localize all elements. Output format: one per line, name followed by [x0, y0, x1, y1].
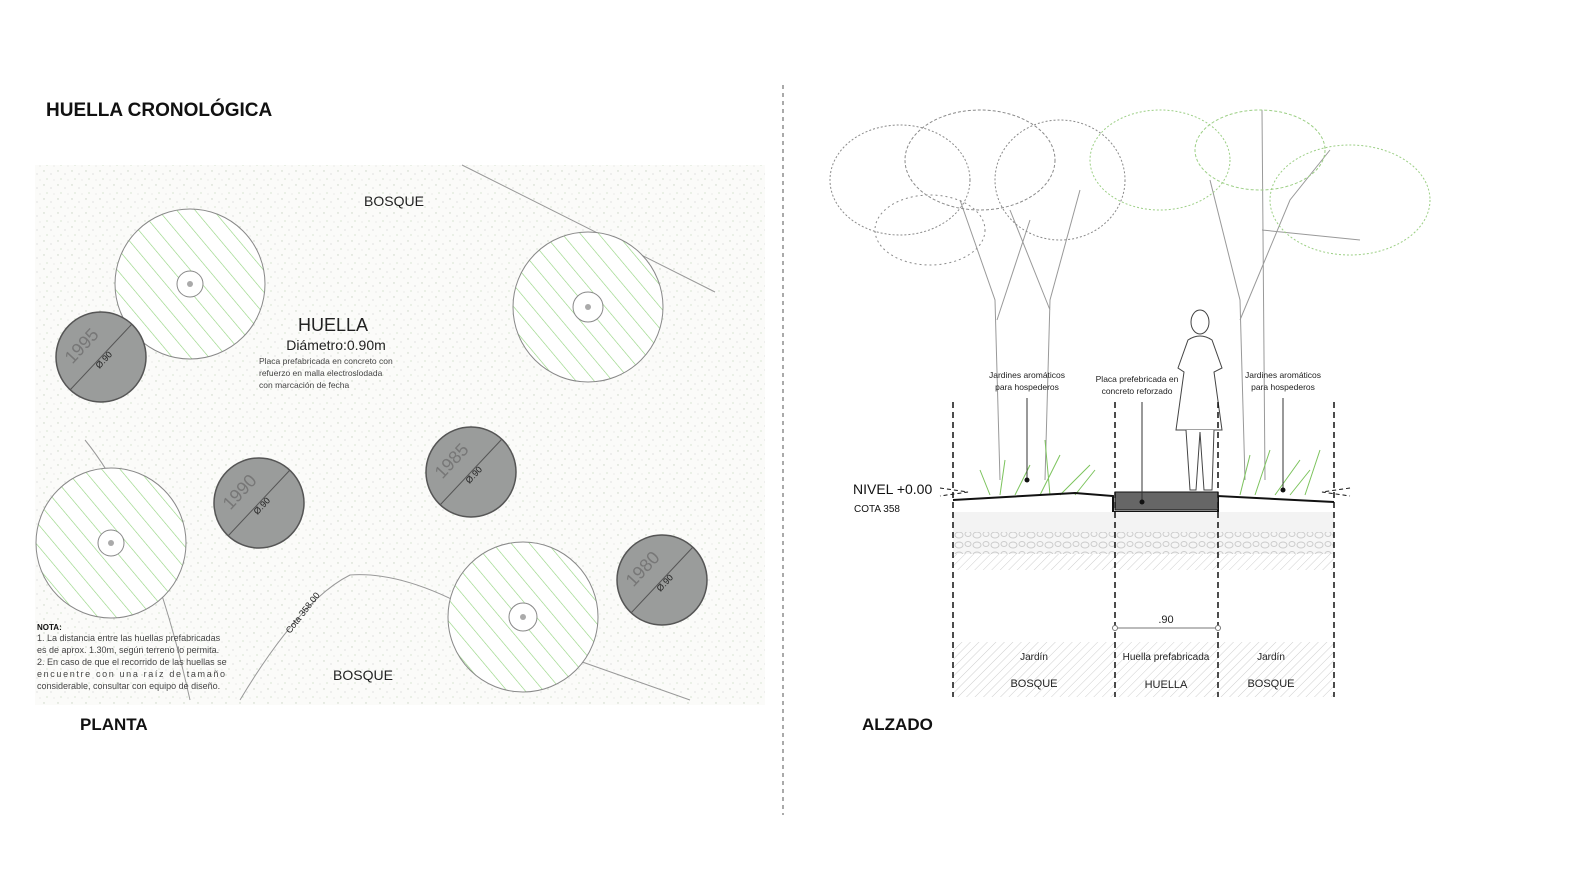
dimension-value: .90 [1158, 614, 1173, 626]
callout-text: para hospederos [1251, 382, 1315, 392]
alzado-label: ALZADO [862, 715, 933, 734]
note-line: encuentre con una raíz de tamaño [37, 669, 225, 679]
nivel-label: NIVEL +0.00 [853, 481, 932, 497]
note-line: 1. La distancia entre las huellas prefab… [37, 633, 221, 643]
callout-text: concreto reforzado [1102, 386, 1173, 396]
gravel-layer [953, 532, 1334, 554]
huella-desc-line: Placa prefabricada en concreto con [259, 356, 393, 366]
plan-view: BOSQUE BOSQUE Cota 358.00 HUELLA Diámetr… [35, 164, 765, 734]
zone-dividers [952, 402, 1335, 697]
zone-sub: Huella prefabricada [1123, 652, 1210, 663]
note-line: considerable, consultar con equipo de di… [37, 681, 220, 691]
huella-description: HUELLA Diámetro:0.90m Placa prefabricada… [259, 315, 393, 390]
callout-text: para hospederos [995, 382, 1059, 392]
planta-label: PLANTA [80, 715, 148, 734]
huella-desc-line: refuerzo en malla electroslodada [259, 368, 383, 378]
bosque-label-bottom: BOSQUE [333, 667, 393, 683]
tree-footprints [35, 208, 664, 693]
disc-1995: 1995 Ø.90 [55, 311, 147, 403]
prefab-slab [1114, 491, 1219, 511]
callout-text: Placa prefebricada en [1096, 374, 1179, 384]
huella-title: HUELLA [298, 315, 368, 335]
zone-sub: Jardín [1020, 652, 1048, 663]
aromatic-plants [979, 439, 1321, 496]
person-silhouette [1175, 309, 1223, 491]
callouts: Jardines aromáticos para hospederos Plac… [989, 370, 1321, 505]
zone-labels: Jardín BOSQUE Huella prefabricada HUELLA… [1010, 652, 1294, 691]
disc-1990: 1990 Ø.90 [213, 457, 305, 549]
note-line: 2. En caso de que el recorrido de las hu… [37, 657, 227, 667]
zone-name: BOSQUE [1247, 678, 1294, 690]
level-marker-icon [939, 487, 1351, 497]
tree-canopy-left [829, 109, 1126, 266]
trees [829, 109, 1431, 481]
huella-diameter: Diámetro:0.90m [286, 337, 386, 353]
callout-text: Jardines aromáticos [989, 370, 1065, 380]
plan-note: NOTA: 1. La distancia entre las huellas … [37, 623, 227, 691]
note-heading: NOTA: [37, 623, 62, 632]
soil-layer [953, 512, 1334, 532]
zone-name: BOSQUE [1010, 678, 1057, 690]
page-title: HUELLA CRONOLÓGICA [46, 99, 273, 121]
dimension-line: .90 [1112, 614, 1221, 631]
cota-elevation-label: COTA 358 [854, 504, 900, 515]
disc-1980: 1980 Ø.90 [616, 534, 708, 626]
callout-text: Jardines aromáticos [1245, 370, 1321, 380]
elevation-view: Jardines aromáticos para hospederos Plac… [829, 109, 1431, 734]
note-line: es de aprox. 1.30m, según terreno lo per… [37, 645, 219, 655]
zone-name: HUELLA [1145, 679, 1188, 691]
huella-desc-line: con marcación de fecha [259, 380, 350, 390]
zone-sub: Jardín [1257, 652, 1285, 663]
bosque-label-top: BOSQUE [364, 193, 424, 209]
base-layer [953, 554, 1334, 570]
zone-band [953, 642, 1334, 697]
disc-1985: 1985 Ø.90 [425, 426, 517, 518]
tree-canopy-right [1089, 109, 1431, 256]
